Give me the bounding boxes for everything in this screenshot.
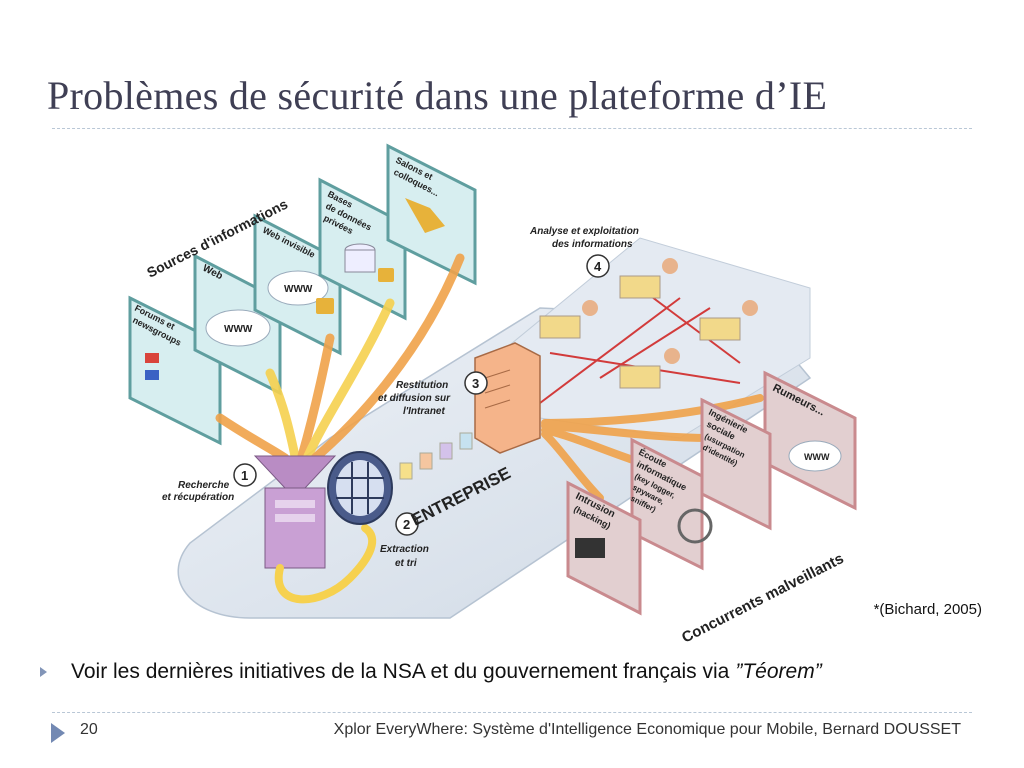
panel-intrusion: Intrusion (hacking) — [566, 480, 642, 616]
lock-icon — [316, 298, 334, 314]
step-3-label-1: Restitution — [396, 380, 448, 391]
concurrents-label: Concurrents malveillants — [679, 550, 846, 647]
panel-ecoute: Écoute informatique (key logger, spyware… — [629, 437, 713, 571]
title-divider — [52, 128, 972, 129]
step-3-badge — [464, 371, 488, 395]
bullet-item: Voir les dernières initiatives de la NSA… — [40, 658, 822, 686]
extraction-flow-arrow — [274, 524, 377, 604]
security-illustration: Forums et newsgroups Web WWW Web invisib… — [120, 138, 910, 650]
step-4-label-1: Analyse et exploitation — [529, 226, 639, 237]
step-1-badge — [233, 463, 257, 487]
document-flow — [399, 432, 473, 480]
extraction-filter — [327, 451, 393, 525]
magnifier-icon — [677, 508, 713, 544]
panel-web-www: WWW — [224, 324, 253, 335]
citation: *(Bichard, 2005) — [873, 601, 982, 618]
analyst-desks — [539, 258, 758, 389]
step-4-label-2: des informations — [552, 239, 633, 250]
panel-bases: Bases de données privées — [318, 177, 407, 321]
footer-text: Xplor EveryWhere: Système d'Intelligence… — [333, 721, 961, 738]
step-3-number: 3 — [472, 376, 479, 391]
footer-divider — [52, 712, 972, 713]
page-number: 20 — [80, 721, 98, 738]
slide-title: Problèmes de sécurité dans une plateform… — [47, 73, 828, 118]
step-1-label-1: Recherche — [178, 480, 230, 491]
search-funnel — [253, 455, 337, 569]
panel-rumeurs: Rumeurs... WWW — [763, 370, 857, 511]
step-2-label-2: et tri — [395, 558, 417, 569]
handshake-icon — [405, 198, 445, 233]
step-3-label-2: et diffusion sur — [378, 393, 451, 404]
step-1-number: 1 — [241, 468, 248, 483]
step-3-label-3: l'Intranet — [403, 406, 445, 417]
panel-web-invisible-www: WWW — [284, 284, 313, 295]
panel-rumeurs-www: WWW — [804, 452, 830, 462]
step-2-number: 2 — [403, 517, 410, 532]
bullet-text: Voir les dernières initiatives de la NSA… — [71, 660, 730, 683]
step-2-badge — [395, 512, 419, 536]
footer-arrow-icon — [51, 723, 65, 743]
bullet-arrow-icon — [40, 667, 47, 677]
step-4-number: 4 — [594, 259, 602, 274]
panel-ingenierie: Ingénierie sociale (usurpation d'identit… — [700, 397, 772, 531]
security-diagram: Forums et newsgroups Web WWW Web invisib… — [128, 143, 857, 647]
monitor-icon — [575, 538, 605, 558]
step-2-label-1: Extraction — [380, 544, 429, 555]
step-1-label-2: et récupération — [162, 492, 234, 503]
bullet-emphasis: ”Téorem” — [735, 660, 822, 683]
intranet-server — [474, 342, 541, 454]
panel-web: Web WWW — [193, 253, 282, 396]
lock-icon — [378, 268, 394, 282]
source-flow-arrows — [215, 253, 465, 463]
panel-salons: Salons et colloques... — [386, 143, 477, 286]
step-4-badge — [586, 254, 610, 278]
